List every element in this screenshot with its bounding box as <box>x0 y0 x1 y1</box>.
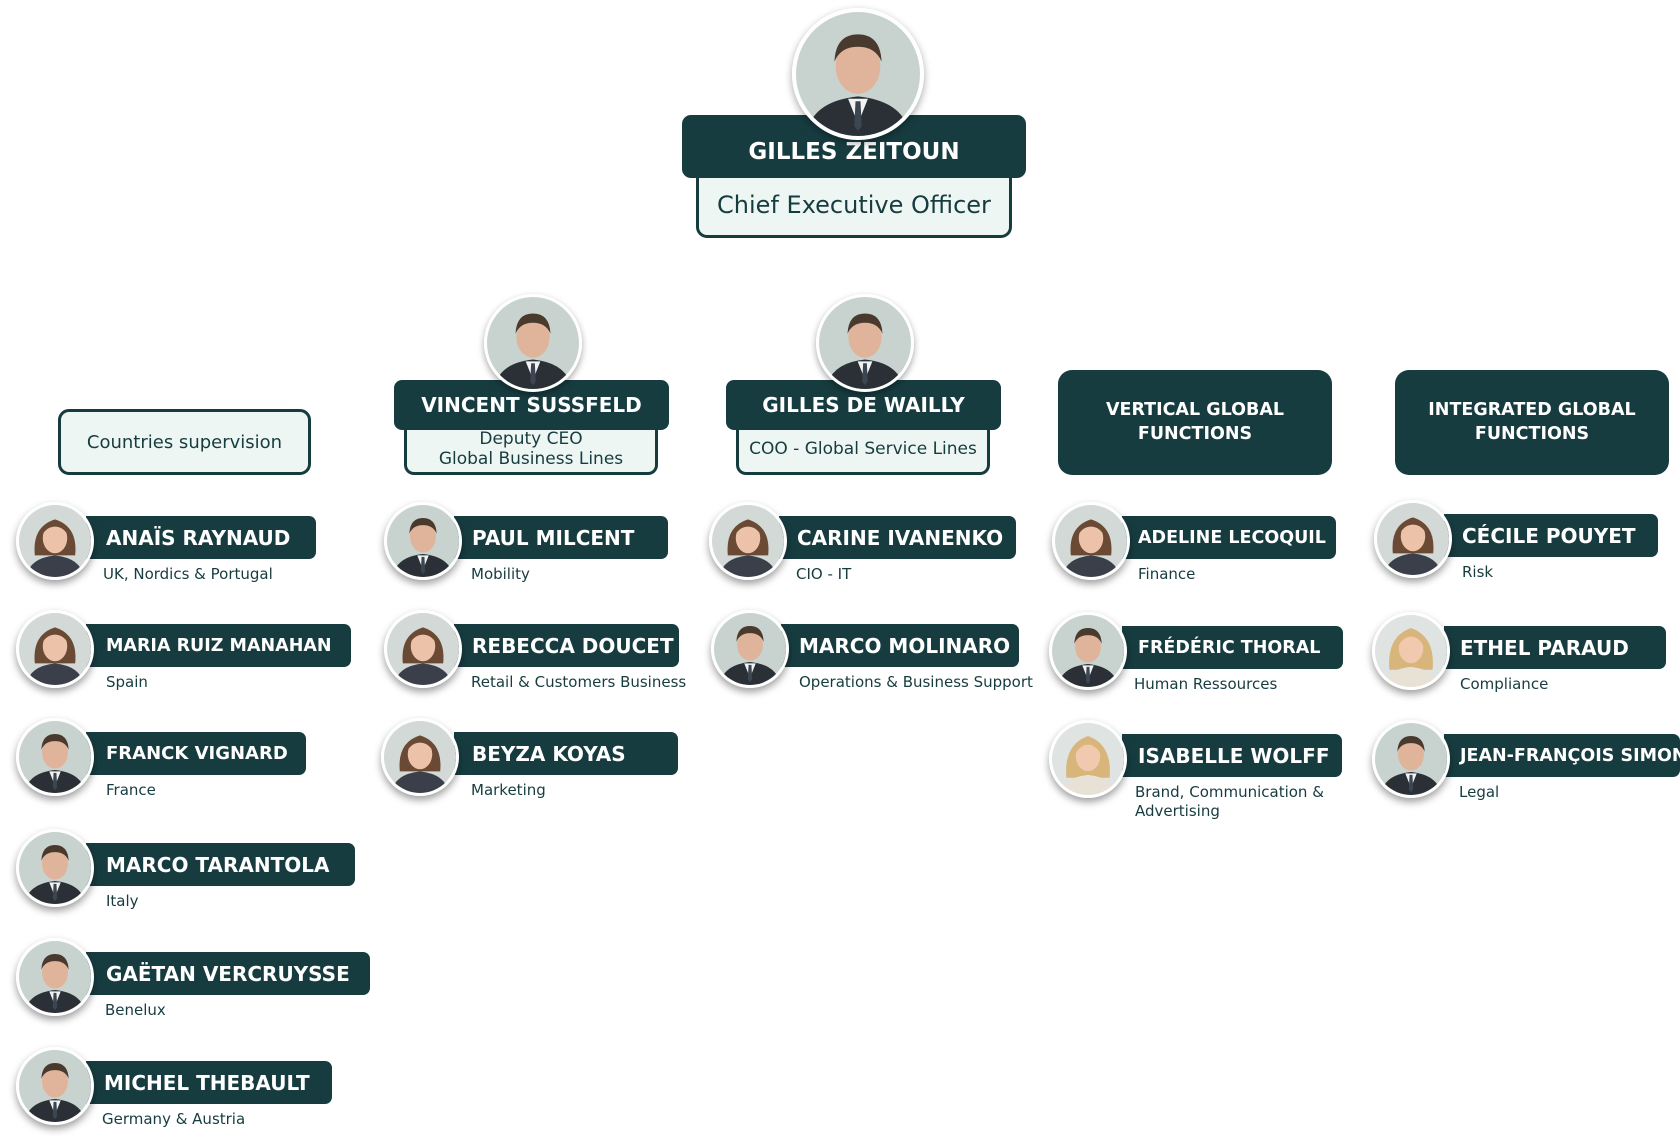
person-photo <box>384 610 462 688</box>
person-role: Finance <box>1138 565 1196 583</box>
person-role: Benelux <box>105 1001 166 1019</box>
person-photo <box>16 610 94 688</box>
box-line: INTEGRATED GLOBAL <box>1428 399 1636 420</box>
portrait-icon <box>819 297 911 389</box>
role-line: Brand, Communication & <box>1135 783 1324 801</box>
box-line: FUNCTIONS <box>1474 423 1590 444</box>
person-name: BEYZA KOYAS <box>454 732 678 775</box>
portrait-icon <box>19 721 91 793</box>
person-name: FRÉDÉRIC THORAL <box>1122 626 1343 669</box>
person-photo <box>384 502 462 580</box>
portrait-icon <box>19 613 91 685</box>
portrait-icon <box>1375 615 1447 687</box>
person-photo <box>16 829 94 907</box>
title-line: COO - Global Service Lines <box>749 438 977 459</box>
person-role: France <box>106 781 156 799</box>
person-photo <box>709 502 787 580</box>
person-role: Retail & Customers Business <box>471 673 687 691</box>
portrait-icon <box>1052 615 1124 687</box>
portrait-icon <box>19 832 91 904</box>
person-role: Brand, Communication & Advertising <box>1135 783 1324 821</box>
person-photo <box>1052 502 1130 580</box>
person-photo <box>1374 500 1452 578</box>
gilles-de-wailly-photo <box>816 294 914 392</box>
portrait-icon <box>1375 723 1447 795</box>
portrait-icon <box>387 505 459 577</box>
portrait-icon <box>1055 505 1127 577</box>
vincent-sussfeld-photo <box>484 294 582 392</box>
integrated-global-functions-box: INTEGRATED GLOBAL FUNCTIONS <box>1395 370 1669 475</box>
portrait-icon <box>19 505 91 577</box>
portrait-icon <box>384 721 456 793</box>
vertical-global-functions-box: VERTICAL GLOBAL FUNCTIONS <box>1058 370 1332 475</box>
countries-supervision-label: Countries supervision <box>86 431 283 453</box>
person-photo <box>16 502 94 580</box>
person-role: Human Ressources <box>1134 675 1278 693</box>
person-role: Compliance <box>1460 675 1549 693</box>
person-photo <box>1372 612 1450 690</box>
box-line: FUNCTIONS <box>1137 423 1253 444</box>
person-photo <box>381 718 459 796</box>
portrait-icon <box>487 297 579 389</box>
vincent-sussfeld-title: Deputy CEO Global Business Lines <box>404 426 658 475</box>
portrait-icon <box>712 505 784 577</box>
person-name: ISABELLE WOLFF <box>1122 734 1342 777</box>
countries-supervision-box: Countries supervision <box>58 409 311 475</box>
person-photo <box>16 718 94 796</box>
portrait-icon <box>19 1050 91 1122</box>
person-role: CIO - IT <box>796 565 852 583</box>
person-role: Marketing <box>471 781 546 799</box>
person-name: JEAN-FRANÇOIS SIMON <box>1444 734 1680 777</box>
portrait-icon <box>1052 723 1124 795</box>
person-photo <box>16 1047 94 1125</box>
person-role: Mobility <box>471 565 530 583</box>
portrait-icon <box>796 12 920 136</box>
person-photo <box>1049 612 1127 690</box>
person-name: ADELINE LECOQUIL <box>1122 516 1336 559</box>
person-name: CÉCILE POUYET <box>1444 514 1658 557</box>
portrait-icon <box>1377 503 1449 575</box>
ceo-title: Chief Executive Officer <box>696 172 1012 238</box>
person-role: UK, Nordics & Portugal <box>103 565 273 583</box>
person-name: CARINE IVANENKO <box>779 516 1016 559</box>
person-name: MARIA RUIZ MANAHAN <box>86 624 351 667</box>
person-name: MARCO MOLINARO <box>781 624 1019 667</box>
person-name: ETHEL PARAUD <box>1444 626 1666 669</box>
person-name: GAËTAN VERCRUYSSE <box>86 952 370 995</box>
person-name: MICHEL THEBAULT <box>86 1061 332 1104</box>
person-name: ANAÏS RAYNAUD <box>86 516 316 559</box>
ceo-photo <box>792 8 924 140</box>
gilles-de-wailly-title: COO - Global Service Lines <box>736 426 990 475</box>
role-line: Advertising <box>1135 801 1220 820</box>
box-line: VERTICAL GLOBAL <box>1105 399 1285 420</box>
person-role: Operations & Business Support <box>799 673 1033 691</box>
person-name: PAUL MILCENT <box>454 516 668 559</box>
person-photo <box>1372 720 1450 798</box>
vincent-sussfeld-name: VINCENT SUSSFELD <box>394 380 669 430</box>
portrait-icon <box>387 613 459 685</box>
person-name: FRANCK VIGNARD <box>86 732 306 775</box>
title-line: Global Business Lines <box>438 449 624 469</box>
person-name: MARCO TARANTOLA <box>86 843 355 886</box>
person-role: Spain <box>106 673 148 691</box>
person-photo <box>16 938 94 1016</box>
person-photo <box>1049 720 1127 798</box>
person-role: Germany & Austria <box>102 1110 246 1128</box>
person-name: REBECCA DOUCET <box>454 624 679 667</box>
person-role: Italy <box>106 892 139 910</box>
portrait-icon <box>19 941 91 1013</box>
portrait-icon <box>714 613 786 685</box>
person-role: Risk <box>1462 563 1494 581</box>
title-line: Deputy CEO <box>479 428 583 449</box>
person-role: Legal <box>1459 783 1500 801</box>
person-photo <box>711 610 789 688</box>
